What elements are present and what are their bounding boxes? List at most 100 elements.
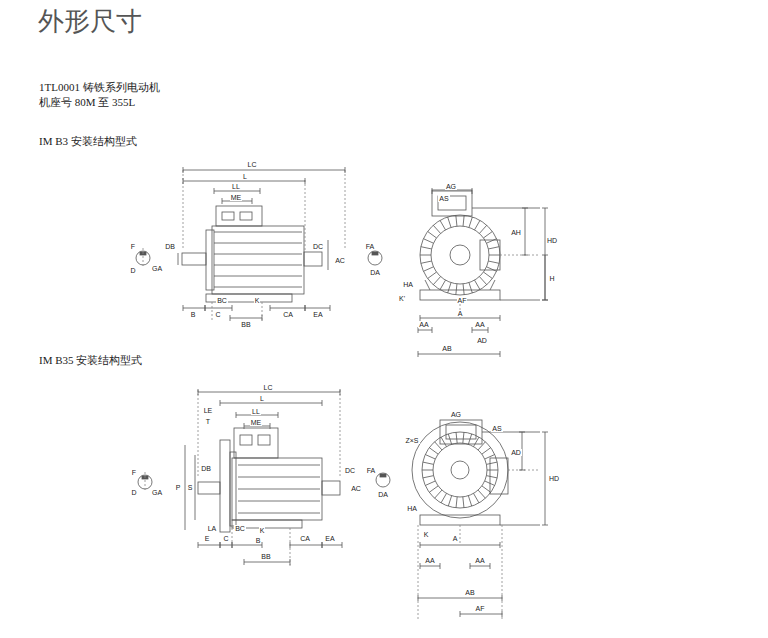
dimension-label: AS <box>491 425 502 432</box>
dimension-line <box>305 308 330 309</box>
dimension-label: FA <box>365 243 376 250</box>
dimension-line <box>448 283 451 293</box>
dimension-line <box>214 287 302 288</box>
dimension-label: CA <box>299 535 311 542</box>
dimension-line <box>488 247 499 249</box>
dimension-line <box>418 525 419 620</box>
dimension-line <box>502 525 503 620</box>
motor-outline-part <box>234 428 278 458</box>
dimension-label: B <box>190 311 197 318</box>
dimension-line <box>214 243 302 244</box>
dimension-line <box>198 389 199 395</box>
dimension-line <box>519 470 525 471</box>
dimension-line <box>214 188 215 194</box>
dimension-label: LA <box>207 525 218 532</box>
dimension-label: S <box>187 484 194 491</box>
dimension-line <box>418 330 432 331</box>
dimension-label: FA <box>366 467 377 474</box>
dimension-line <box>545 255 546 300</box>
page-title: 外形尺寸 <box>38 6 142 37</box>
dimension-line <box>470 566 490 567</box>
dimension-line <box>469 217 472 227</box>
dimension-line <box>322 542 323 548</box>
dimension-label: LL <box>231 183 241 190</box>
dimension-label: HD <box>548 475 560 482</box>
dimension-line <box>460 611 461 617</box>
dimension-label: CA <box>282 311 294 318</box>
dimension-line <box>423 476 434 478</box>
dimension-line <box>290 545 322 546</box>
dimension-line <box>429 486 438 492</box>
motor-outline-part <box>480 240 500 270</box>
dimension-label: AA <box>474 321 485 328</box>
dimension-line <box>472 327 473 333</box>
dimension-line <box>143 248 144 268</box>
dimension-line <box>418 354 500 355</box>
motor-outline-circle <box>368 251 382 265</box>
dimension-line <box>423 239 433 243</box>
dimension-label: P <box>175 484 182 491</box>
dimension-line <box>432 327 433 333</box>
dimension-line <box>475 280 481 290</box>
dimension-label: A <box>457 310 464 317</box>
motor-outline-part <box>230 452 236 526</box>
dimension-label: AF <box>475 605 486 612</box>
dimension-label: BC <box>234 525 246 532</box>
motor-outline-part <box>212 226 304 294</box>
dimension-line <box>490 563 491 569</box>
dimension-line <box>486 476 497 478</box>
dimension-line <box>322 400 323 406</box>
dimension-line <box>214 276 302 277</box>
dimension-line <box>460 525 461 545</box>
dimension-line <box>488 327 489 333</box>
motor-outline-part <box>420 515 500 525</box>
dimension-line <box>345 167 346 173</box>
dimension-line <box>429 448 438 454</box>
dimension-label: AD <box>476 337 488 344</box>
motor-outline-part <box>322 481 340 495</box>
dimension-label: D <box>129 267 136 274</box>
dimension-line <box>205 308 232 309</box>
dimension-line <box>486 239 496 243</box>
dimension-label: K <box>254 297 261 304</box>
dimension-line <box>490 280 495 290</box>
dimension-line <box>463 215 464 226</box>
dimension-line <box>440 220 446 230</box>
dimension-line <box>342 542 343 548</box>
dimension-line <box>183 170 345 171</box>
dimension-line <box>420 563 421 569</box>
dimension-line <box>270 308 305 309</box>
motor-outline-part <box>380 474 386 477</box>
dimension-line <box>456 497 457 508</box>
dimension-line <box>542 208 548 209</box>
dimension-line <box>185 445 186 530</box>
dimension-line <box>500 315 501 321</box>
dimension-line <box>238 513 320 514</box>
dimension-line <box>469 283 472 293</box>
dimension-line <box>448 217 451 227</box>
dimension-line <box>421 247 432 249</box>
dimension-line <box>423 267 433 271</box>
dimension-line <box>483 231 492 237</box>
dimension-line <box>522 208 528 209</box>
dimension-line <box>418 598 502 599</box>
dimension-label: AC <box>334 257 346 264</box>
dimension-label: H <box>548 275 555 282</box>
motor-outline-circle <box>376 473 390 487</box>
motor-outline-part <box>220 440 230 532</box>
dimension-line <box>508 470 540 471</box>
motor-outline-part <box>222 212 234 220</box>
dimension-line <box>441 493 447 503</box>
dimension-line <box>456 284 457 295</box>
dimension-label: EA <box>312 311 323 318</box>
dimension-line <box>183 308 205 309</box>
dimension-line <box>425 481 435 485</box>
dimension-line <box>220 403 322 404</box>
dimension-line <box>236 415 278 416</box>
heading-note: 1TL0001 铸铁系列电动机 <box>38 82 161 93</box>
dimension-line <box>145 472 146 492</box>
dimension-label: HA <box>406 505 418 512</box>
dimension-label: AS <box>438 195 449 202</box>
dimension-line <box>542 300 548 301</box>
